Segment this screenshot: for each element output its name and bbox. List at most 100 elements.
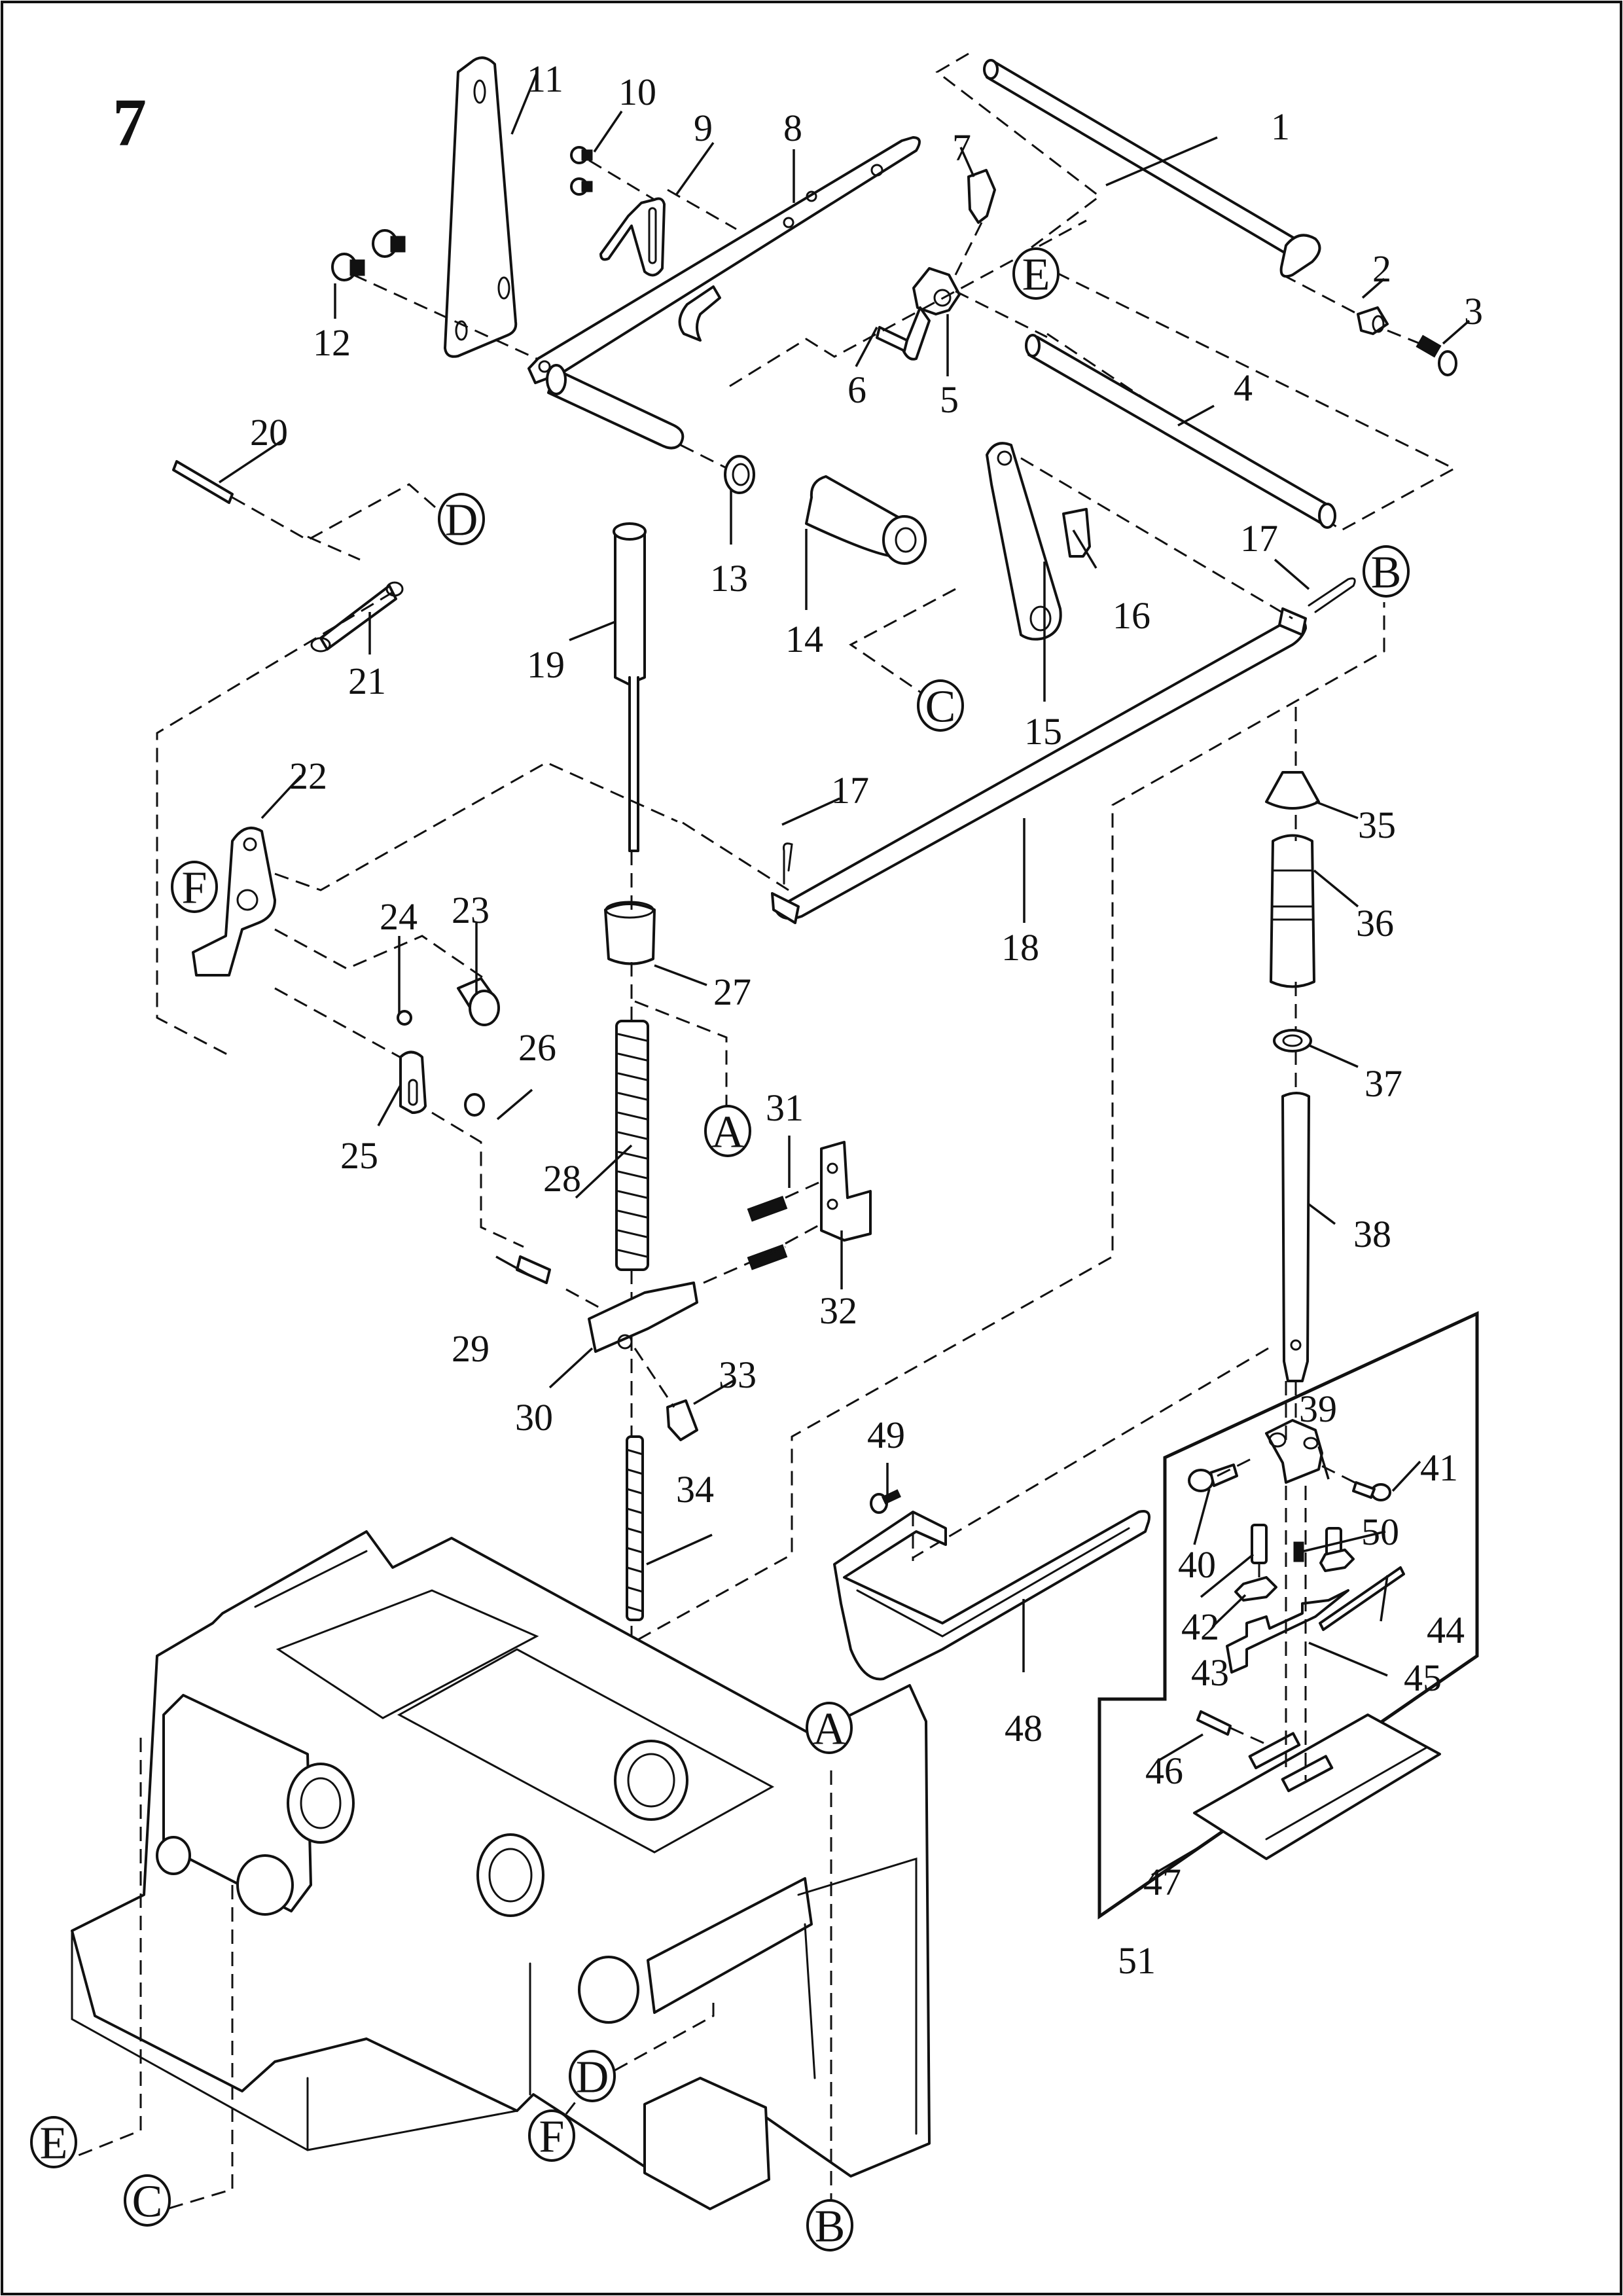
part-12-screws bbox=[331, 229, 406, 281]
part-48-bracket bbox=[833, 1510, 1150, 1681]
part-17-cotter-pin-a bbox=[1308, 577, 1356, 613]
part-9-slotted-link bbox=[599, 197, 666, 277]
part-19-plunger bbox=[613, 522, 647, 852]
label-part-51: 51 bbox=[1118, 1939, 1156, 1982]
part-45-block bbox=[1226, 1589, 1349, 1674]
part-32-bracket bbox=[820, 1141, 872, 1242]
label-part-46: 46 bbox=[1145, 1749, 1183, 1792]
svg-text:C: C bbox=[132, 2177, 163, 2227]
label-part-40: 40 bbox=[1178, 1543, 1216, 1586]
label-part-45: 45 bbox=[1404, 1657, 1442, 1699]
label-part-48: 48 bbox=[1005, 1707, 1043, 1749]
label-part-11: 11 bbox=[527, 58, 563, 100]
part-20-pin bbox=[172, 460, 234, 504]
machine-bed-casting bbox=[71, 1530, 931, 2210]
svg-text:B: B bbox=[1371, 548, 1402, 598]
label-part-17b: 17 bbox=[831, 769, 869, 812]
part-18-rod bbox=[771, 607, 1307, 924]
assembly-dashline-4 bbox=[274, 761, 789, 1062]
label-part-26: 26 bbox=[518, 1026, 556, 1069]
part-15-arm bbox=[986, 442, 1062, 641]
part-17-cotter-pin-b bbox=[783, 842, 793, 885]
label-part-41: 41 bbox=[1420, 1446, 1458, 1489]
part-22-lever bbox=[192, 827, 276, 977]
part-24-set-screw bbox=[397, 1010, 412, 1026]
label-part-35: 35 bbox=[1358, 804, 1396, 846]
label-part-5: 5 bbox=[940, 378, 959, 421]
label-part-31: 31 bbox=[766, 1086, 804, 1129]
label-part-28: 28 bbox=[543, 1157, 581, 1200]
svg-text:E: E bbox=[40, 2119, 68, 2169]
part-25-link bbox=[399, 1050, 427, 1114]
part-4-shaft bbox=[1025, 334, 1336, 529]
part-34-spring bbox=[626, 1435, 644, 1621]
label-part-42: 42 bbox=[1181, 1605, 1219, 1648]
ref-marker-e-top: E bbox=[1012, 247, 1060, 300]
label-part-1: 1 bbox=[1271, 105, 1290, 148]
part-29-pin bbox=[516, 1255, 551, 1284]
ref-marker-b-top: B bbox=[1363, 545, 1410, 598]
svg-text:F: F bbox=[182, 863, 207, 914]
assembly-dashline-3 bbox=[1020, 457, 1293, 620]
ref-marker-d-top: D bbox=[438, 493, 485, 546]
label-part-47: 47 bbox=[1143, 1861, 1181, 1903]
ref-marker-e-bottom: E bbox=[30, 2116, 77, 2169]
label-part-49: 49 bbox=[867, 1414, 905, 1456]
part-28-spring bbox=[615, 1020, 649, 1271]
label-part-14: 14 bbox=[785, 618, 823, 660]
part-1-shaft bbox=[983, 59, 1321, 278]
label-part-2: 2 bbox=[1372, 247, 1391, 290]
label-part-33: 33 bbox=[719, 1354, 757, 1396]
ref-marker-c-bottom: C bbox=[124, 2174, 171, 2227]
label-part-16: 16 bbox=[1113, 594, 1150, 637]
part-47-plate bbox=[1193, 1713, 1441, 1860]
svg-text:A: A bbox=[813, 1704, 846, 1755]
label-part-29: 29 bbox=[452, 1327, 490, 1370]
label-part-32: 32 bbox=[819, 1289, 857, 1332]
ref-marker-a-top: A bbox=[704, 1105, 751, 1158]
label-part-12: 12 bbox=[313, 321, 351, 364]
ref-b-dashline-top bbox=[633, 602, 1385, 1641]
label-part-6: 6 bbox=[847, 368, 866, 411]
label-part-43: 43 bbox=[1191, 1651, 1229, 1694]
svg-text:A: A bbox=[711, 1107, 745, 1158]
label-part-39: 39 bbox=[1299, 1388, 1337, 1430]
part-7-screw bbox=[967, 169, 996, 224]
part-labels: 1 2 3 4 5 6 7 8 9 10 11 12 13 14 15 16 1… bbox=[250, 58, 1483, 1982]
part-41-screw bbox=[1352, 1481, 1391, 1501]
part-51-assembly-frame bbox=[1097, 1311, 1479, 1920]
part-26-screw bbox=[464, 1093, 485, 1117]
ref-marker-f-top: F bbox=[171, 861, 218, 914]
part-49-screw bbox=[870, 1489, 901, 1514]
label-part-20: 20 bbox=[250, 411, 288, 454]
assembly-dashline-5 bbox=[431, 1111, 603, 1310]
assembly-dashline-6 bbox=[703, 1180, 822, 1284]
figure-number: 7 bbox=[113, 85, 147, 160]
svg-text:C: C bbox=[925, 682, 956, 732]
part-10-screws bbox=[570, 146, 593, 196]
label-part-50: 50 bbox=[1361, 1511, 1399, 1553]
part-30-block bbox=[588, 1282, 698, 1353]
assembly-dashline-9 bbox=[1217, 1381, 1355, 1780]
part-38-shaft bbox=[1281, 1092, 1310, 1382]
label-part-23: 23 bbox=[452, 889, 490, 931]
assembly-dashline-2 bbox=[353, 159, 1421, 473]
part-11-plate bbox=[444, 56, 518, 358]
ref-marker-c-top: C bbox=[917, 679, 964, 732]
label-part-21: 21 bbox=[348, 660, 386, 702]
part-46-pin bbox=[1196, 1710, 1232, 1736]
label-part-4: 4 bbox=[1234, 367, 1253, 409]
part-2-bushing bbox=[1357, 306, 1389, 335]
svg-text:E: E bbox=[1022, 250, 1050, 300]
label-part-8: 8 bbox=[783, 107, 802, 149]
label-part-30: 30 bbox=[515, 1396, 553, 1439]
part-37-seal bbox=[1273, 1029, 1312, 1052]
part-6-pin bbox=[876, 326, 908, 352]
label-part-27: 27 bbox=[713, 971, 751, 1013]
assembly-dashline-8 bbox=[912, 1347, 1269, 1559]
leader-lines bbox=[219, 73, 1471, 1876]
label-part-17a: 17 bbox=[1240, 517, 1278, 560]
ref-marker-f-bottom: F bbox=[528, 2109, 575, 2162]
ref-a-dashline-top bbox=[630, 851, 728, 1643]
